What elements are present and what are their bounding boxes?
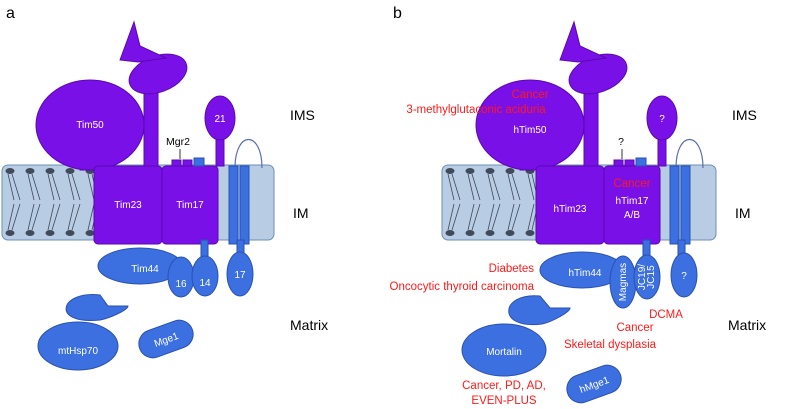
- disease-oncocytic: Oncocytic thyroid carcinoma: [390, 281, 535, 293]
- tim17b-helix: [239, 165, 250, 245]
- mgr2-label: Mgr2: [166, 136, 190, 148]
- htim23-label: hTim23: [554, 204, 587, 215]
- mgr2-segment: [182, 159, 193, 167]
- tim17b-label: 17: [234, 270, 246, 281]
- compartment-matrix: Matrix: [290, 317, 328, 333]
- tim23-arm: [143, 84, 159, 169]
- compartment-im-b: IM: [735, 205, 751, 221]
- hmgr2-segment: [624, 159, 635, 167]
- htim21-label: ?: [659, 114, 665, 125]
- htim17b-label: ?: [681, 271, 687, 282]
- hmgr2-label: ?: [618, 136, 624, 148]
- hsp70-peptide-binding-domain: [65, 294, 129, 321]
- compartment-matrix-b: Matrix: [728, 317, 766, 333]
- tim17b-domain: [226, 251, 254, 297]
- htim50-label: hTim50: [514, 125, 547, 136]
- jc19-label: JC19/: [637, 264, 648, 290]
- hmgr2-segment: [613, 159, 624, 167]
- tim17b-helix: [228, 165, 239, 245]
- tim17b-loop: [234, 139, 263, 169]
- tim16-domain: [167, 256, 195, 298]
- htim21-domain: [646, 95, 678, 141]
- disease-diabetes: Diabetes: [489, 263, 535, 275]
- panel-a-label: a: [6, 5, 15, 22]
- tim21-label: 21: [214, 114, 226, 125]
- disease-cancer-tim50: Cancer: [511, 89, 548, 101]
- tim44-label: Tim44: [131, 264, 159, 275]
- hsp70-domain: [37, 321, 119, 371]
- mge1-domain: [138, 319, 194, 359]
- disease-dcma: DCMA: [649, 309, 683, 321]
- hsp70-label: mtHsp70: [58, 346, 98, 357]
- mortalin-label: Mortalin: [486, 347, 522, 358]
- htim44-label: hTim44: [569, 268, 602, 279]
- htim17-label-2: A/B: [624, 210, 640, 221]
- disease-cancer-tim17: Cancer: [613, 178, 650, 190]
- panel-b: b hTim50 hTim23 hTim17 A/B ? ?: [390, 5, 767, 407]
- htim17b-helix: [669, 165, 680, 245]
- panel-a: a Tim50 Tim23 Tim17 Mgr2 21: [1, 5, 328, 371]
- mortalin-peptide-binding-domain: [508, 295, 571, 326]
- mortalin-domain: [461, 323, 547, 377]
- htim23-arm: [583, 84, 599, 169]
- compartment-im: IM: [293, 205, 309, 221]
- tim23-label: Tim23: [114, 200, 142, 211]
- mgr2-segment: [171, 159, 182, 167]
- tim17-label: Tim17: [176, 200, 204, 211]
- tim14-label: 14: [199, 278, 211, 289]
- disease-mortalin-2: EVEN-PLUS: [471, 395, 537, 407]
- jc15-label: JC15: [646, 265, 657, 289]
- disease-cancer-jc: Cancer: [616, 322, 653, 334]
- htim23-tip: [559, 20, 608, 63]
- tim23-tip: [119, 20, 168, 63]
- panel-b-label: b: [393, 5, 402, 22]
- magmas-label: Magmas: [618, 263, 629, 301]
- disease-mga: 3-methylglutaconic aciduria: [406, 104, 546, 116]
- htim17b-helix: [680, 165, 691, 245]
- disease-skeletal: Skeletal dysplasia: [564, 339, 657, 351]
- mgr2-segment: [193, 157, 205, 167]
- jc19-domain: [633, 254, 661, 300]
- tim21-domain: [204, 95, 236, 141]
- hmgr2-segment: [635, 157, 647, 167]
- disease-mortalin-1: Cancer, PD, AD,: [462, 380, 546, 392]
- htim17-label-1: hTim17: [616, 196, 649, 207]
- tim14-domain: [191, 255, 219, 297]
- htim17b-domain: [670, 252, 698, 298]
- tim16-label: 16: [175, 279, 187, 290]
- hmge1-domain: [566, 364, 622, 404]
- htim17b-loop: [675, 139, 704, 169]
- compartment-ims: IMS: [290, 107, 315, 123]
- tim14-stalk: [200, 239, 209, 259]
- compartment-ims-b: IMS: [732, 107, 757, 123]
- tim50-label: Tim50: [76, 120, 104, 131]
